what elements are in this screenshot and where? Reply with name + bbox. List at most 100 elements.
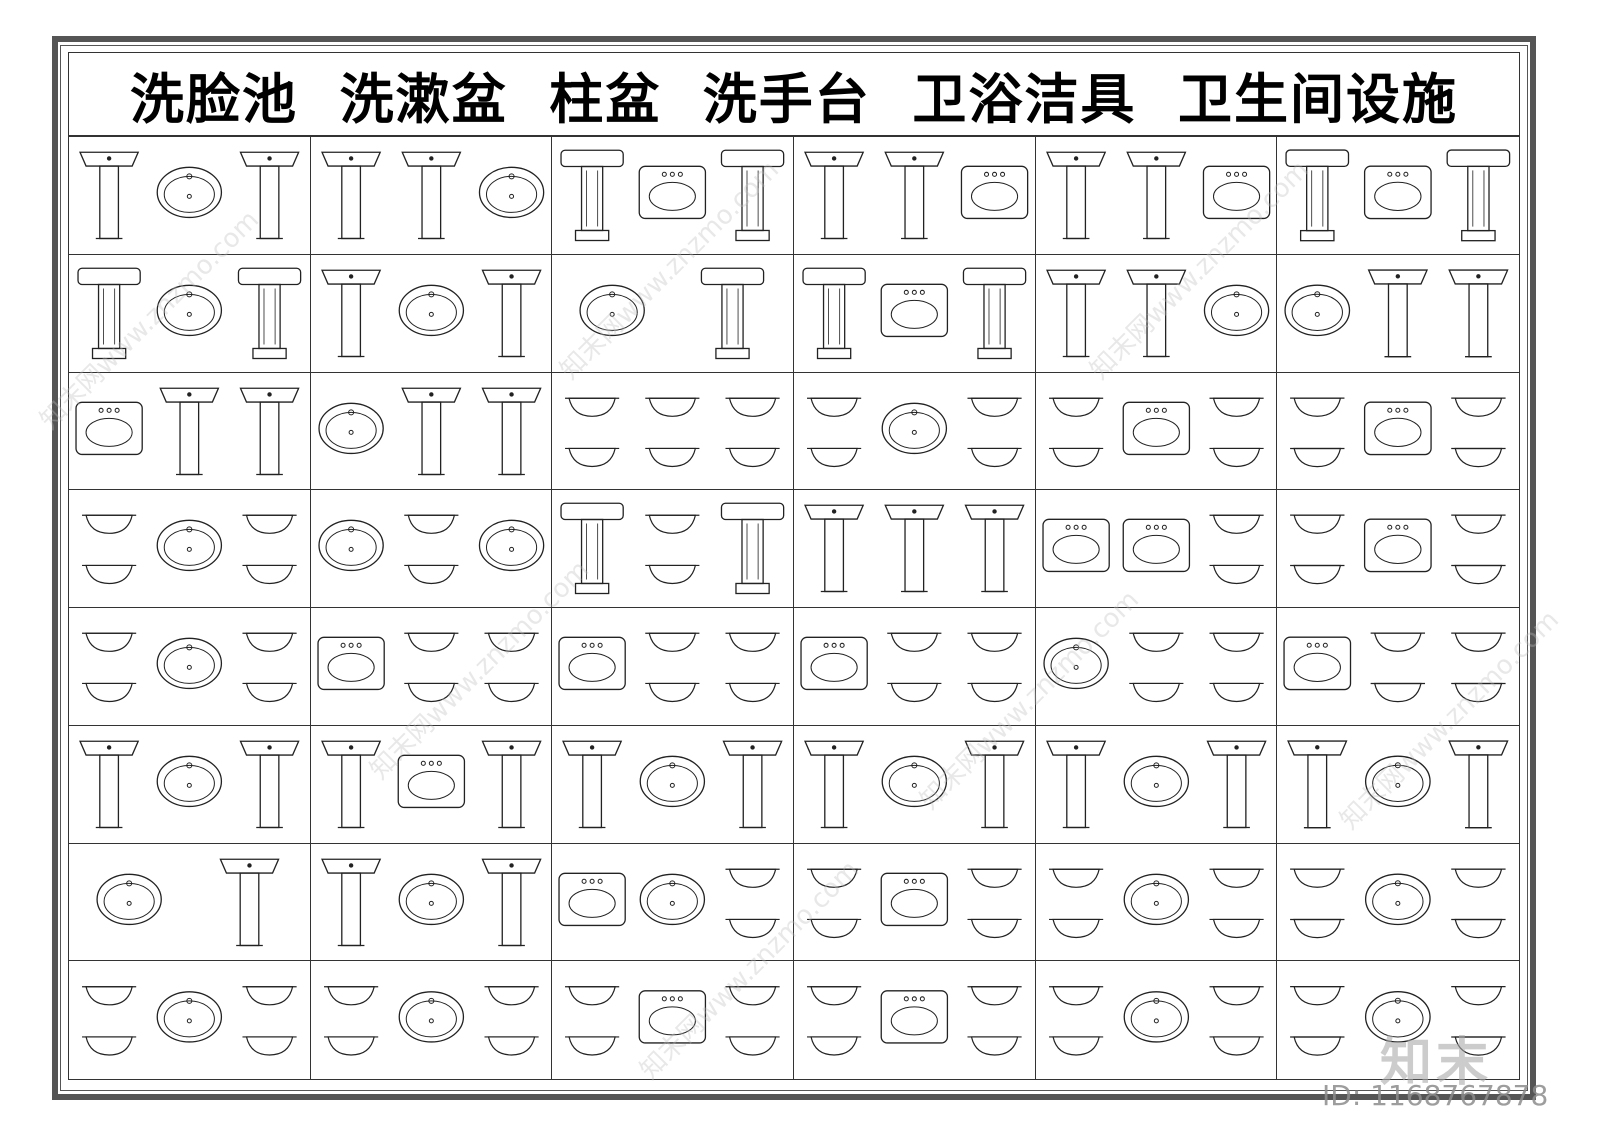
fixture-cell	[552, 372, 794, 491]
fixture-cell	[310, 137, 553, 255]
fixture-drawing	[79, 151, 300, 240]
sink-symbol-small	[565, 397, 620, 417]
sink-symbol-small	[565, 1036, 620, 1056]
fixture-cell	[794, 961, 1036, 1079]
fixture-drawing	[807, 986, 1022, 1056]
sink-symbol-pedestal	[1045, 740, 1106, 828]
fixture-cell	[794, 843, 1036, 962]
fixture-drawing	[1045, 740, 1267, 828]
sink-symbol-small	[807, 986, 862, 1006]
fixture-cell	[310, 490, 553, 608]
fixture-cell	[552, 137, 794, 255]
fixture-cell	[310, 372, 553, 491]
fixture-drawing	[804, 740, 1025, 828]
fixture-cell	[69, 490, 311, 608]
fixture-cell	[69, 372, 311, 491]
sink-symbol-pedestal	[1206, 740, 1267, 828]
sink-symbol-oval	[881, 755, 948, 807]
fixture-cell	[69, 137, 311, 255]
fixture-drawing	[1045, 269, 1269, 357]
fixture-drawing	[804, 504, 1025, 593]
sink-symbol-pedestal	[320, 269, 381, 357]
fixture-cell	[1035, 137, 1278, 255]
sink-symbol-rect	[800, 636, 868, 691]
sink-symbol-oval	[318, 519, 384, 572]
sink-symbol-small	[323, 986, 378, 1006]
fixture-drawing	[560, 149, 785, 242]
sink-symbol-small	[725, 868, 780, 888]
fixture-drawing	[318, 387, 542, 475]
fixture-drawing	[800, 632, 1022, 703]
sink-symbol-small	[1451, 986, 1506, 1006]
fixture-drawing	[1290, 868, 1506, 938]
sink-symbol-small	[1451, 447, 1506, 467]
sink-symbol-small	[645, 514, 700, 535]
sink-symbol-small	[1128, 632, 1184, 652]
watermark-id: ID: 1168767878	[1322, 1079, 1549, 1112]
fixture-cell	[1035, 490, 1278, 608]
fixture-cell	[69, 254, 311, 373]
sink-symbol-small	[725, 447, 780, 467]
fixture-cell	[794, 490, 1036, 608]
sink-symbol-small	[82, 565, 137, 585]
fixture-drawing	[1045, 151, 1270, 240]
sink-symbol-oval	[1123, 991, 1189, 1043]
sink-symbol-small	[1048, 1036, 1103, 1056]
sink-symbol-rect	[638, 165, 707, 220]
fixture-cell	[552, 254, 794, 373]
fixture-drawing	[1285, 149, 1511, 242]
sink-symbol-small	[484, 986, 539, 1006]
sink-symbol-small	[82, 986, 137, 1006]
sink-symbol-rect	[638, 990, 707, 1044]
sink-symbol-pedestal	[320, 858, 381, 946]
fixture-drawing	[579, 267, 765, 359]
sink-symbol-small	[1451, 868, 1506, 888]
fixture-cell	[311, 961, 553, 1079]
sink-symbol-small	[1451, 514, 1506, 535]
fixture-cell	[1277, 490, 1519, 608]
sink-symbol-small	[967, 682, 1022, 703]
fixture-drawing	[1284, 269, 1509, 358]
fixture-cell	[552, 608, 794, 726]
sink-symbol-small	[725, 1036, 780, 1056]
sink-symbol-oval	[1123, 873, 1189, 925]
sink-symbol-oval	[1365, 755, 1432, 807]
watermark-logo: 知末	[1380, 1033, 1493, 1093]
fixture-cell	[552, 843, 794, 962]
fixture-drawing	[1043, 632, 1264, 703]
fixture-drawing	[320, 151, 544, 240]
sink-symbol-column	[560, 149, 625, 242]
fixture-drawing	[562, 740, 783, 828]
fixture-drawing	[560, 502, 785, 595]
sink-symbol-small	[82, 632, 137, 652]
sink-symbol-small	[242, 1036, 297, 1056]
sink-symbol-pedestal	[1125, 269, 1187, 357]
fixture-drawing	[1048, 986, 1264, 1056]
sink-symbol-oval	[156, 284, 223, 336]
sink-symbol-pedestal	[239, 151, 300, 240]
sink-symbol-small	[645, 565, 700, 585]
sink-symbol-small	[725, 986, 780, 1006]
fixture-cell	[552, 725, 794, 844]
sink-symbol-small	[242, 565, 297, 585]
sink-symbol-small	[1451, 397, 1506, 417]
fixture-drawing	[77, 267, 302, 359]
fixture-drawing	[75, 387, 300, 475]
fixture-cell	[1035, 372, 1278, 491]
sheet-title: 洗脸池 洗漱盆 柱盆 洗手台 卫浴洁具 卫生间设施	[130, 67, 1458, 131]
sink-symbol-oval	[1043, 637, 1109, 690]
sink-symbol-small	[967, 447, 1022, 467]
sink-symbol-small	[1451, 632, 1506, 652]
fixture-drawing	[1283, 632, 1506, 703]
sink-symbol-column	[237, 267, 302, 359]
sink-symbol-small	[1209, 632, 1264, 652]
sink-symbol-oval	[318, 402, 384, 454]
sink-symbol-small	[403, 514, 459, 535]
fixture-cell	[69, 608, 311, 726]
fixture-drawing	[558, 868, 780, 938]
sink-symbol-small	[807, 447, 862, 467]
sink-symbol-rect	[558, 872, 627, 926]
sink-symbol-rect	[317, 636, 385, 691]
sink-symbol-pedestal	[884, 151, 945, 240]
sink-symbol-small	[807, 868, 862, 888]
